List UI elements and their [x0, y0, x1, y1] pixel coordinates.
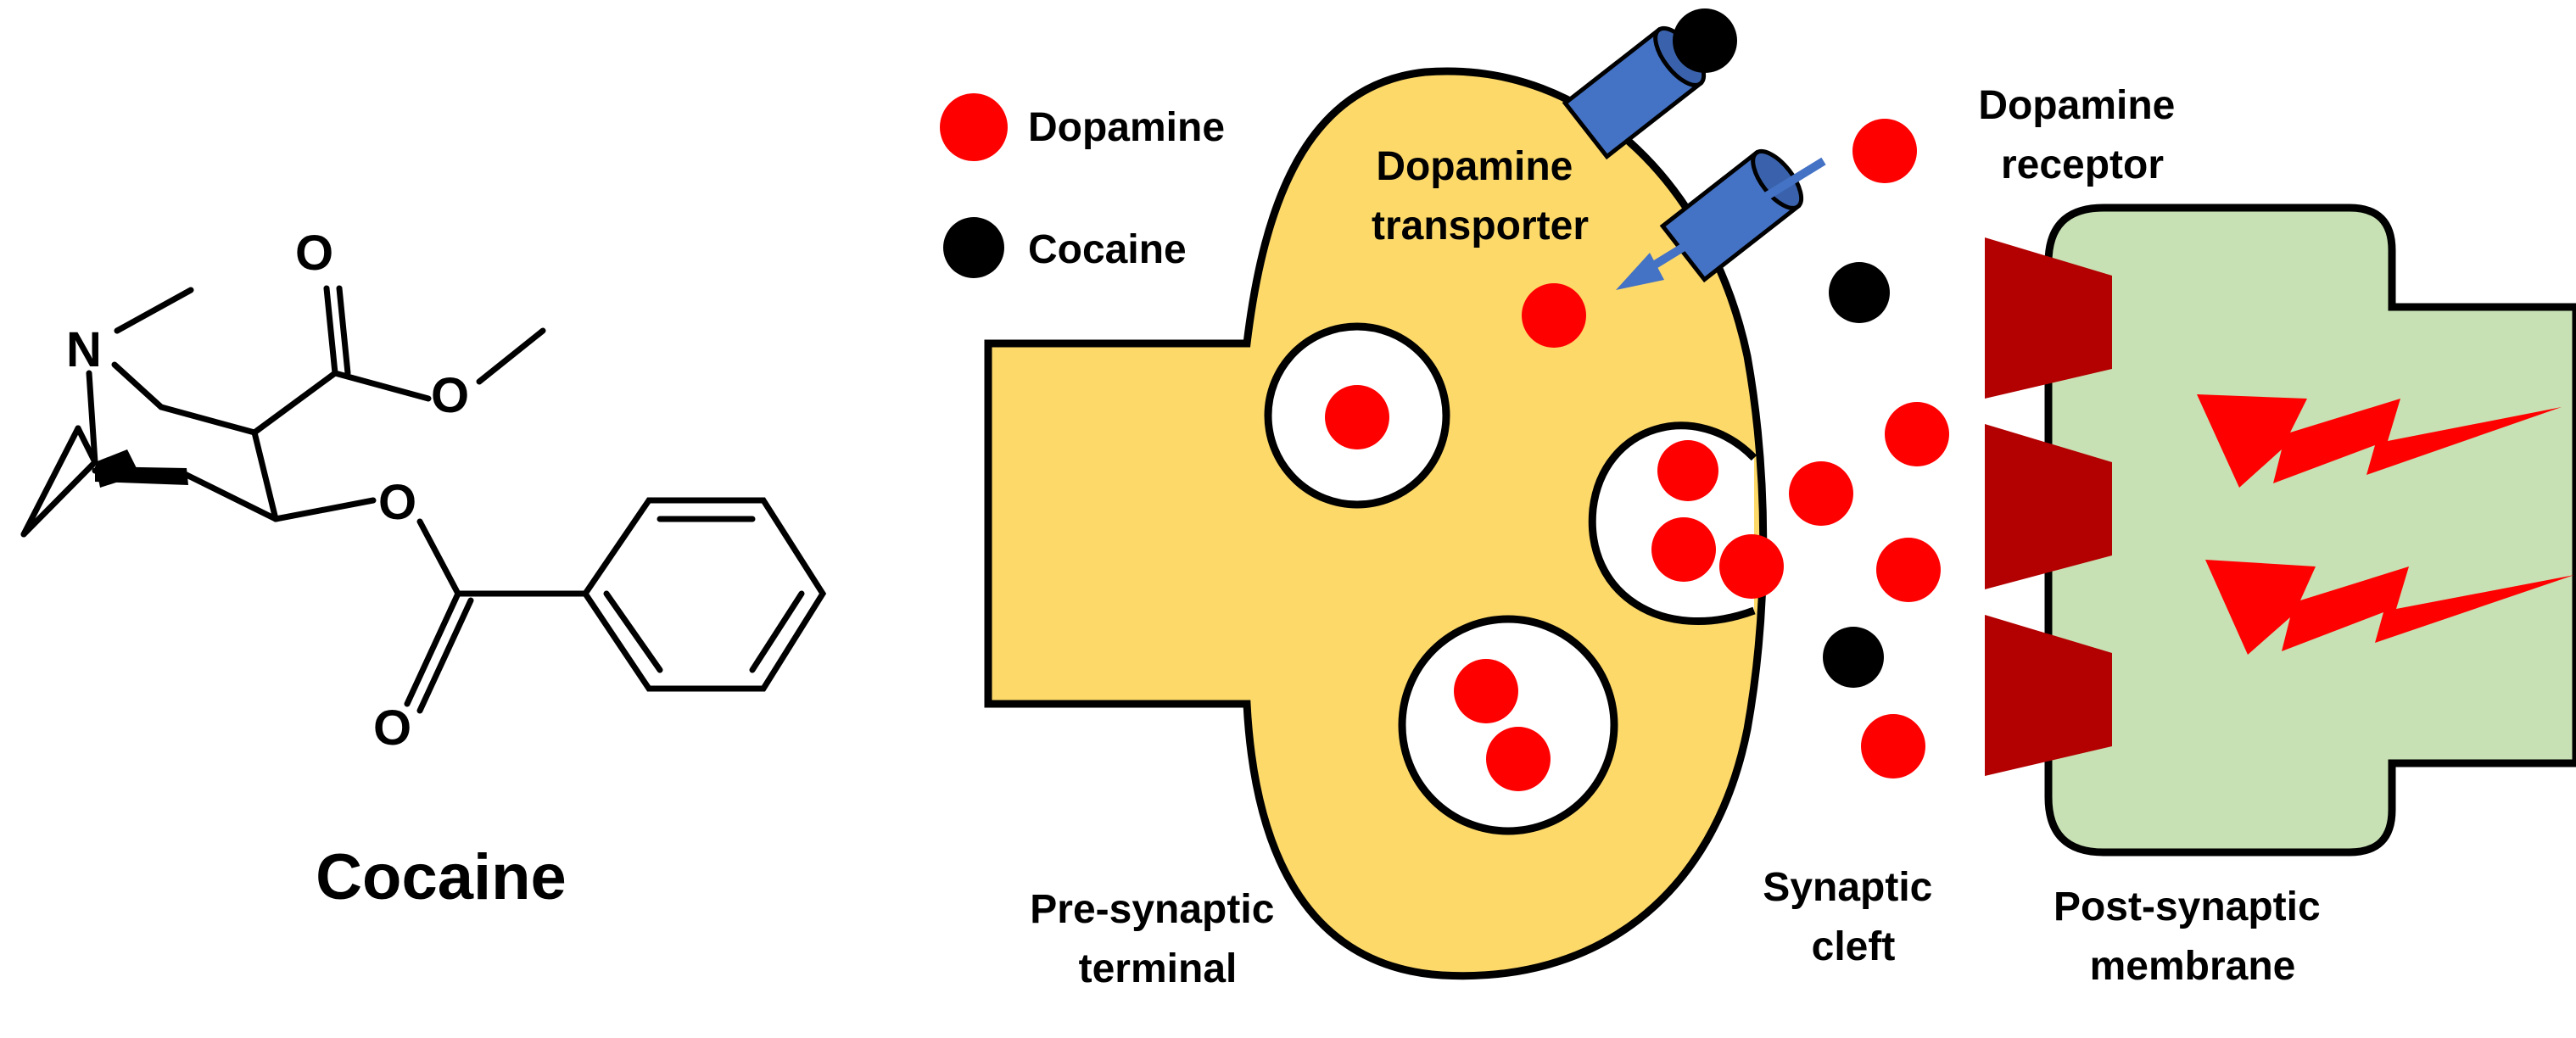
dopamine-molecule — [1657, 440, 1718, 501]
oxygen-atom: O — [378, 475, 416, 530]
transporter-label-line1: Dopamine — [1376, 144, 1573, 189]
oxygen-atom: O — [431, 368, 469, 423]
pre-synaptic-label-line1: Pre-synaptic — [1030, 887, 1274, 932]
vesicle — [1398, 615, 1618, 835]
pre-synaptic-label-line2: terminal — [1079, 946, 1238, 991]
dopamine-receptor — [1985, 237, 2112, 776]
cocaine-molecule — [1673, 8, 1737, 73]
signal-bolt — [2205, 560, 2574, 655]
dopamine-molecule — [1876, 538, 1941, 602]
signal-bolt — [2197, 394, 2562, 488]
nitrogen-atom: N — [66, 322, 102, 377]
oxygen-atom: O — [295, 226, 333, 281]
transporter-label: Dopamine transporter — [1372, 144, 1589, 248]
dopamine-molecule — [1861, 714, 1925, 778]
cocaine-structure: N O O O O — [20, 226, 827, 756]
dopamine-molecule — [1885, 402, 1949, 466]
dopamine-transporter — [1562, 25, 1826, 290]
receptor-label-line2: receptor — [2001, 142, 2164, 187]
dopamine-molecule — [1719, 534, 1784, 599]
receptor — [1985, 424, 2112, 589]
oxygen-atom: O — [373, 700, 411, 756]
cocaine-molecule — [1823, 627, 1884, 688]
dopamine-molecule — [1486, 727, 1551, 791]
post-synaptic-label: Post-synaptic membrane — [2054, 885, 2332, 989]
synaptic-cleft-label: Synaptic cleft — [1763, 865, 1943, 969]
legend-dopamine-label: Dopamine — [1028, 105, 1225, 150]
legend-dopamine-marker — [940, 93, 1008, 161]
receptor-label-line1: Dopamine — [1978, 83, 2175, 128]
receptor-label: Dopamine receptor — [1978, 83, 2186, 187]
dopamine-molecule — [1852, 119, 1917, 183]
legend-cocaine-marker — [943, 217, 1004, 278]
dopamine-molecule — [1651, 517, 1716, 582]
synaptic-cleft-molecules — [1789, 119, 1949, 778]
transporter-label-line2: transporter — [1372, 204, 1589, 248]
pre-synaptic-terminal — [984, 67, 1784, 980]
cocaine-molecule — [1829, 262, 1890, 323]
synaptic-cleft-label-line2: cleft — [1812, 924, 1896, 969]
dopamine-molecule — [1522, 283, 1586, 348]
receptor — [1985, 615, 2112, 776]
pre-synaptic-label: Pre-synaptic terminal — [1030, 887, 1285, 991]
receptor — [1985, 237, 2112, 399]
synaptic-cleft-label-line1: Synaptic — [1763, 865, 1932, 910]
dopamine-molecule — [1454, 659, 1518, 723]
dopamine-molecule — [1325, 385, 1389, 449]
molecule-name: Cocaine — [316, 841, 567, 913]
post-synaptic-label-line1: Post-synaptic — [2054, 885, 2321, 929]
dopamine-molecule — [1789, 461, 1853, 526]
post-synaptic-membrane — [2044, 204, 2576, 857]
legend-cocaine-label: Cocaine — [1028, 227, 1187, 272]
post-synaptic-label-line2: membrane — [2090, 944, 2296, 989]
legend: Dopamine Cocaine — [940, 93, 1225, 278]
